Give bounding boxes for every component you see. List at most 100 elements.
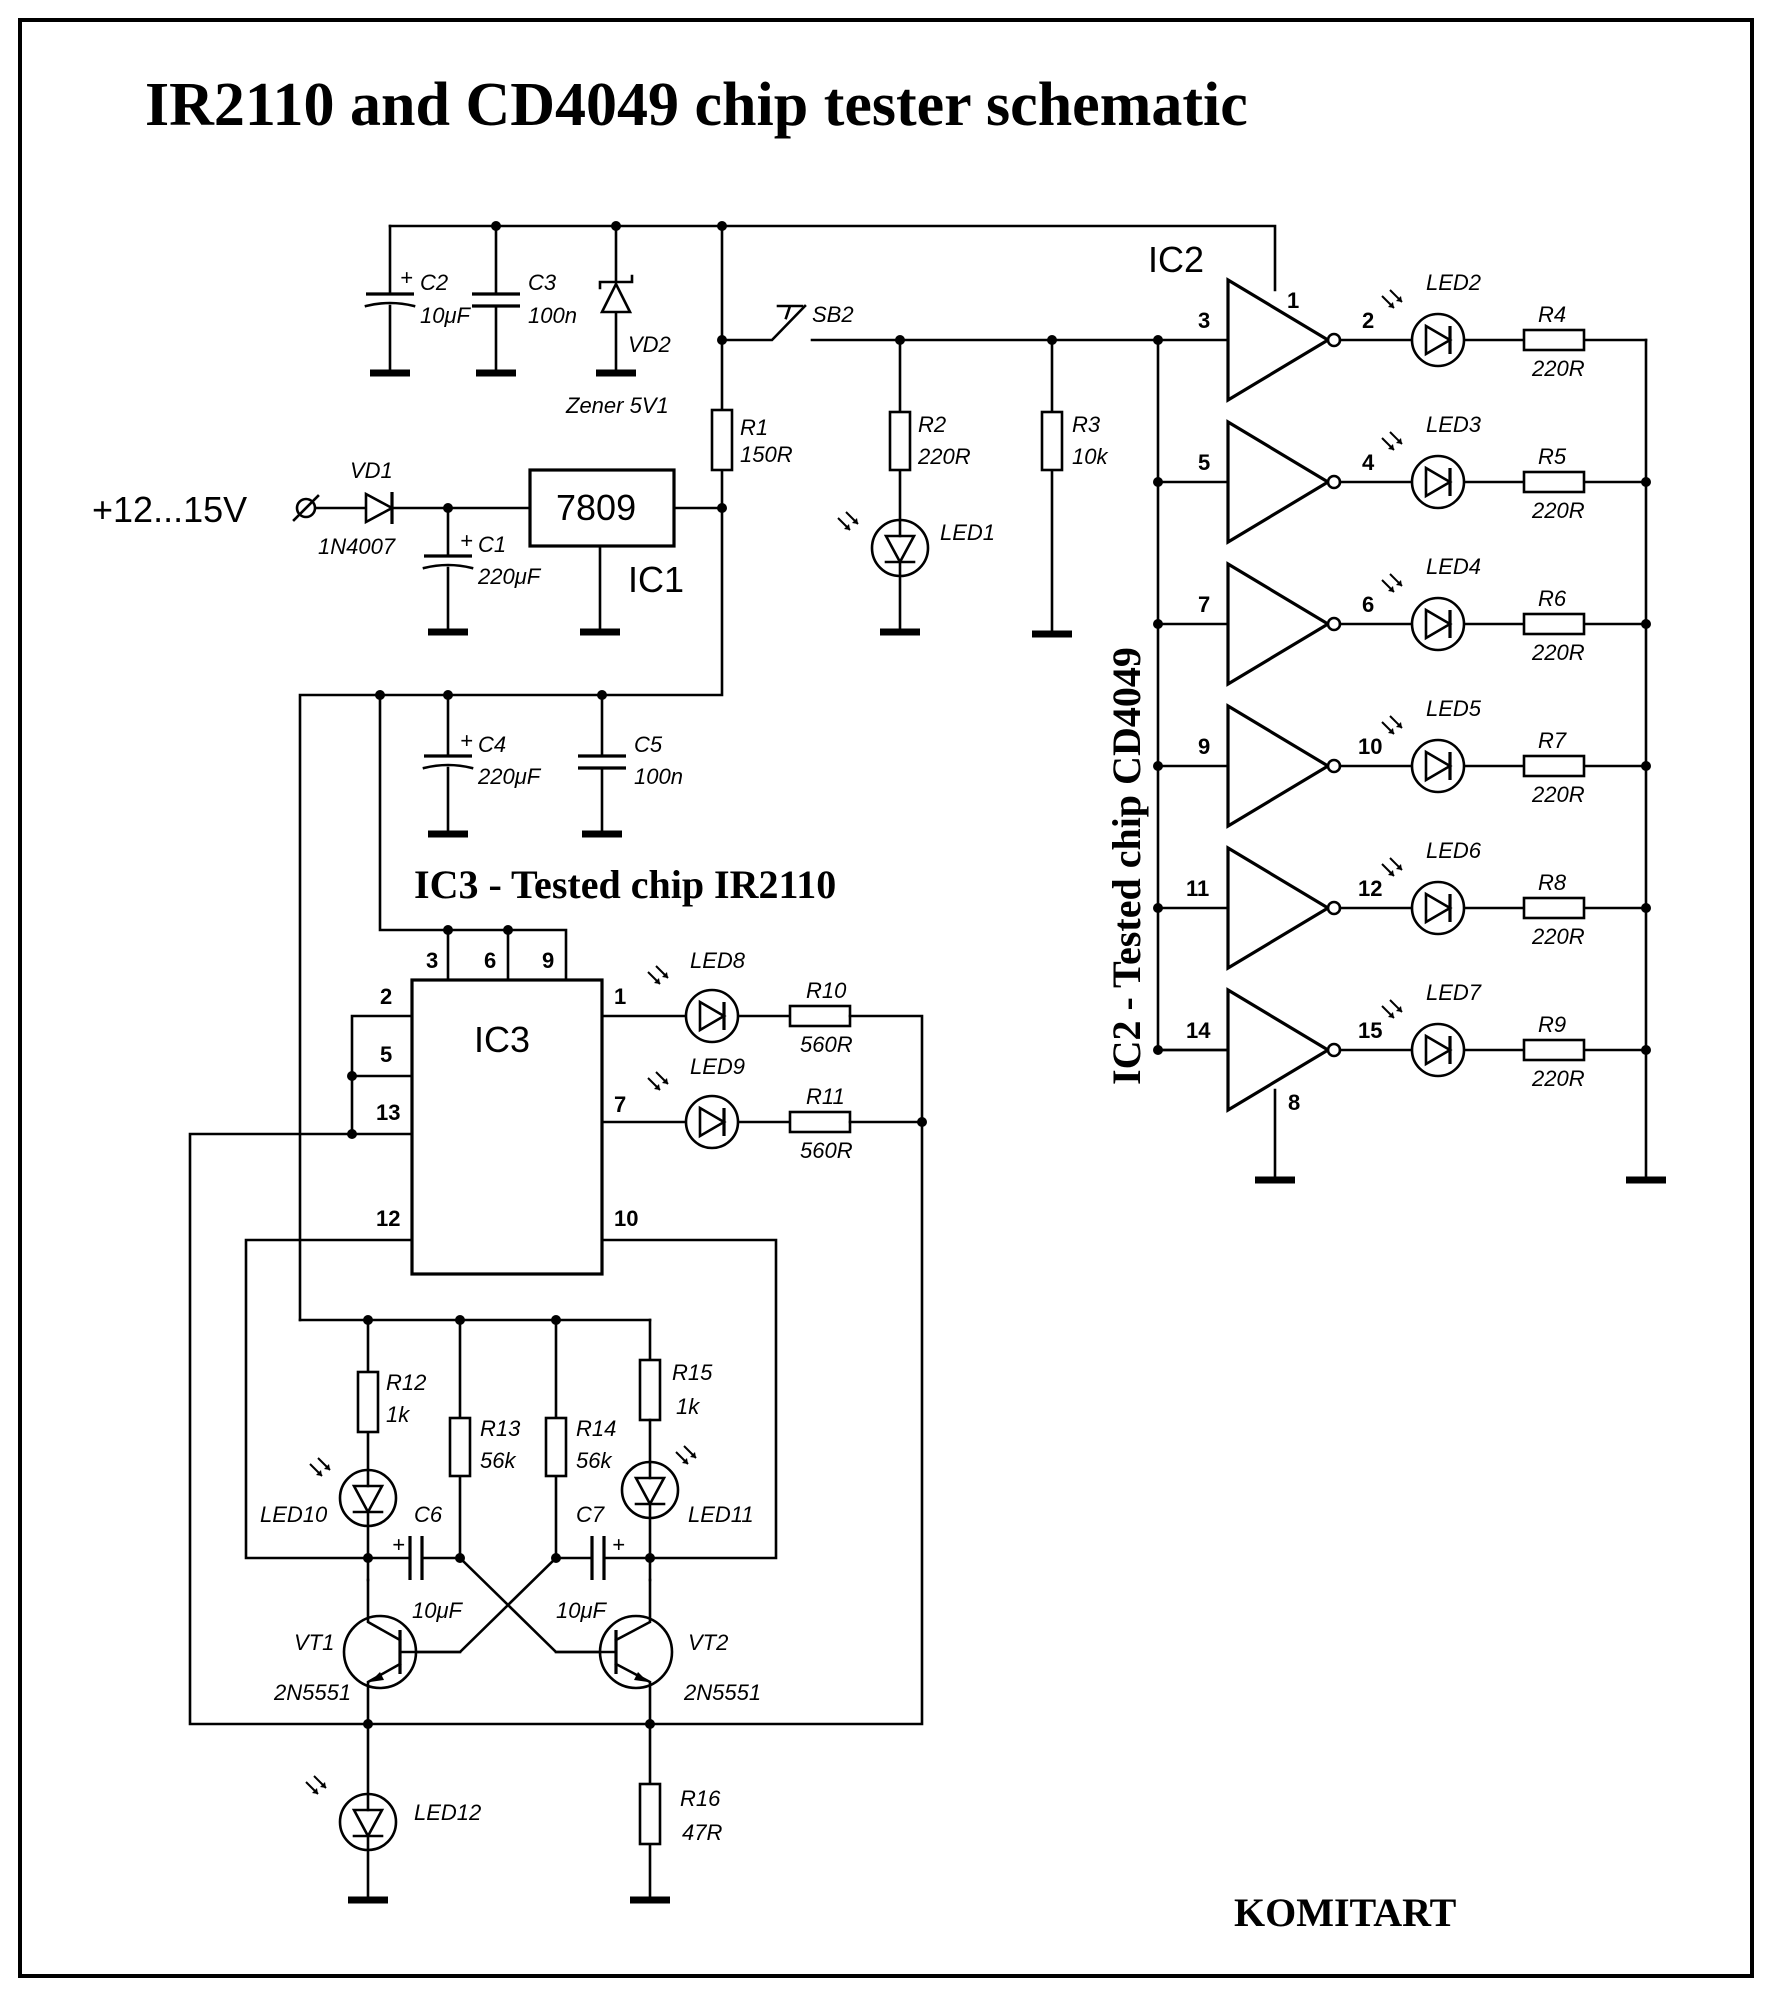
capacitor-c5: C5 100n xyxy=(578,693,683,838)
ic2-label: IC2 xyxy=(1148,239,1204,280)
svg-text:220R: 220R xyxy=(917,444,971,469)
svg-text:LED11: LED11 xyxy=(688,1502,754,1527)
svg-text:+: + xyxy=(392,1532,405,1557)
svg-text:8: 8 xyxy=(1288,1090,1300,1115)
svg-text:LED9: LED9 xyxy=(690,1054,745,1079)
svg-text:LED1: LED1 xyxy=(940,520,995,545)
svg-text:R2: R2 xyxy=(918,412,946,437)
ic3-caption: IC3 - Tested chip IR2110 xyxy=(414,862,836,907)
svg-text:R3: R3 xyxy=(1072,412,1101,437)
svg-text:150R: 150R xyxy=(740,442,793,467)
svg-text:VT2: VT2 xyxy=(688,1630,728,1655)
svg-text:10μF: 10μF xyxy=(420,303,472,328)
resistor-r3: R3 10k xyxy=(1032,338,1108,638)
resistor-r11: R11 560R xyxy=(788,1084,927,1163)
svg-text:1: 1 xyxy=(614,984,626,1009)
resistor-r2: R2 220R xyxy=(888,338,971,522)
svg-text:1k: 1k xyxy=(386,1402,410,1427)
svg-text:C4: C4 xyxy=(478,732,506,757)
svg-text:+: + xyxy=(612,1532,625,1557)
resistor-value: 220R xyxy=(1531,782,1585,807)
svg-text:SB2: SB2 xyxy=(812,302,854,327)
resistor-label: R6 xyxy=(1538,586,1567,611)
led-label: LED3 xyxy=(1426,412,1482,437)
svg-text:220μF: 220μF xyxy=(477,564,542,589)
ic2-output-pin: 6 xyxy=(1362,592,1374,617)
svg-text:C2: C2 xyxy=(420,270,448,295)
regulator-ic1: 7809 IC1 xyxy=(528,468,724,636)
svg-text:R15: R15 xyxy=(672,1360,713,1385)
capacitor-c6: + C6 10μF xyxy=(366,1502,464,1623)
svg-text:2: 2 xyxy=(380,984,392,1009)
svg-text:100n: 100n xyxy=(634,764,683,789)
svg-text:C1: C1 xyxy=(478,532,506,557)
ic2-output-pin: 4 xyxy=(1362,450,1375,475)
capacitor-c2: + C2 10μF xyxy=(364,224,472,377)
ic2-input-pin: 11 xyxy=(1186,876,1209,901)
svg-text:R16: R16 xyxy=(680,1786,721,1811)
resistor-label: R9 xyxy=(1538,1012,1566,1037)
svg-text:47R: 47R xyxy=(682,1820,722,1845)
ic2-input-pin: 7 xyxy=(1198,592,1210,617)
svg-text:LED10: LED10 xyxy=(260,1502,328,1527)
svg-text:56k: 56k xyxy=(576,1448,612,1473)
led12: LED12 xyxy=(305,1722,481,1904)
svg-text:1: 1 xyxy=(1287,288,1299,313)
svg-text:LED8: LED8 xyxy=(690,948,746,973)
capacitor-c1: + C1 220μF xyxy=(422,506,542,636)
ic2-caption: IC2 - Tested chip CD4049 xyxy=(1104,647,1149,1085)
svg-text:IC1: IC1 xyxy=(628,559,684,600)
led9: LED9 xyxy=(600,1054,792,1150)
capacitor-c3: C3 100n xyxy=(472,224,577,377)
svg-text:VD1: VD1 xyxy=(350,458,393,483)
resistor-r10: R10 560R xyxy=(788,978,924,1124)
svg-text:560R: 560R xyxy=(800,1138,853,1163)
svg-text:560R: 560R xyxy=(800,1032,853,1057)
svg-text:+: + xyxy=(400,265,413,290)
svg-text:220μF: 220μF xyxy=(477,764,542,789)
svg-text:1k: 1k xyxy=(676,1394,700,1419)
brand-logo: KOMITART xyxy=(1234,1890,1457,1935)
svg-text:1N4007: 1N4007 xyxy=(318,534,396,559)
svg-text:R13: R13 xyxy=(480,1416,521,1441)
svg-text:7: 7 xyxy=(614,1092,626,1117)
switch-sb2[interactable]: SB2 xyxy=(720,302,1162,342)
ic2-input-pin: 3 xyxy=(1198,308,1210,333)
resistor-label: R5 xyxy=(1538,444,1567,469)
resistor-r13: R13 56k xyxy=(448,1318,521,1560)
svg-text:100n: 100n xyxy=(528,303,577,328)
led8: LED8 xyxy=(600,948,792,1044)
svg-text:3: 3 xyxy=(426,948,438,973)
svg-text:R12: R12 xyxy=(386,1370,426,1395)
svg-text:2N5551: 2N5551 xyxy=(273,1680,351,1705)
svg-text:10k: 10k xyxy=(1072,444,1108,469)
svg-text:10μF: 10μF xyxy=(556,1598,608,1623)
svg-text:VD2: VD2 xyxy=(628,332,671,357)
svg-text:6: 6 xyxy=(484,948,496,973)
input-terminal[interactable] xyxy=(292,494,320,522)
frame-border xyxy=(18,18,1754,1978)
svg-text:+: + xyxy=(460,528,473,553)
svg-text:10: 10 xyxy=(614,1206,638,1231)
svg-text:2N5551: 2N5551 xyxy=(683,1680,761,1705)
resistor-r14: R14 56k xyxy=(544,1318,616,1560)
svg-text:9: 9 xyxy=(542,948,554,973)
svg-text:C3: C3 xyxy=(528,270,557,295)
svg-text:12: 12 xyxy=(376,1206,400,1231)
diagram-title: IR2110 and CD4049 chip tester schematic xyxy=(145,71,1248,139)
ic2-output-pin: 15 xyxy=(1358,1018,1382,1043)
svg-text:VT1: VT1 xyxy=(294,1630,334,1655)
led11: LED11 xyxy=(620,1445,754,1582)
resistor-r15: R15 1k xyxy=(638,1358,713,1464)
svg-text:R1: R1 xyxy=(740,415,768,440)
led10: LED10 xyxy=(260,1457,398,1582)
svg-text:R11: R11 xyxy=(806,1084,845,1109)
svg-text:C5: C5 xyxy=(634,732,663,757)
resistor-value: 220R xyxy=(1531,924,1585,949)
resistor-r1: R1 150R xyxy=(298,224,793,1322)
